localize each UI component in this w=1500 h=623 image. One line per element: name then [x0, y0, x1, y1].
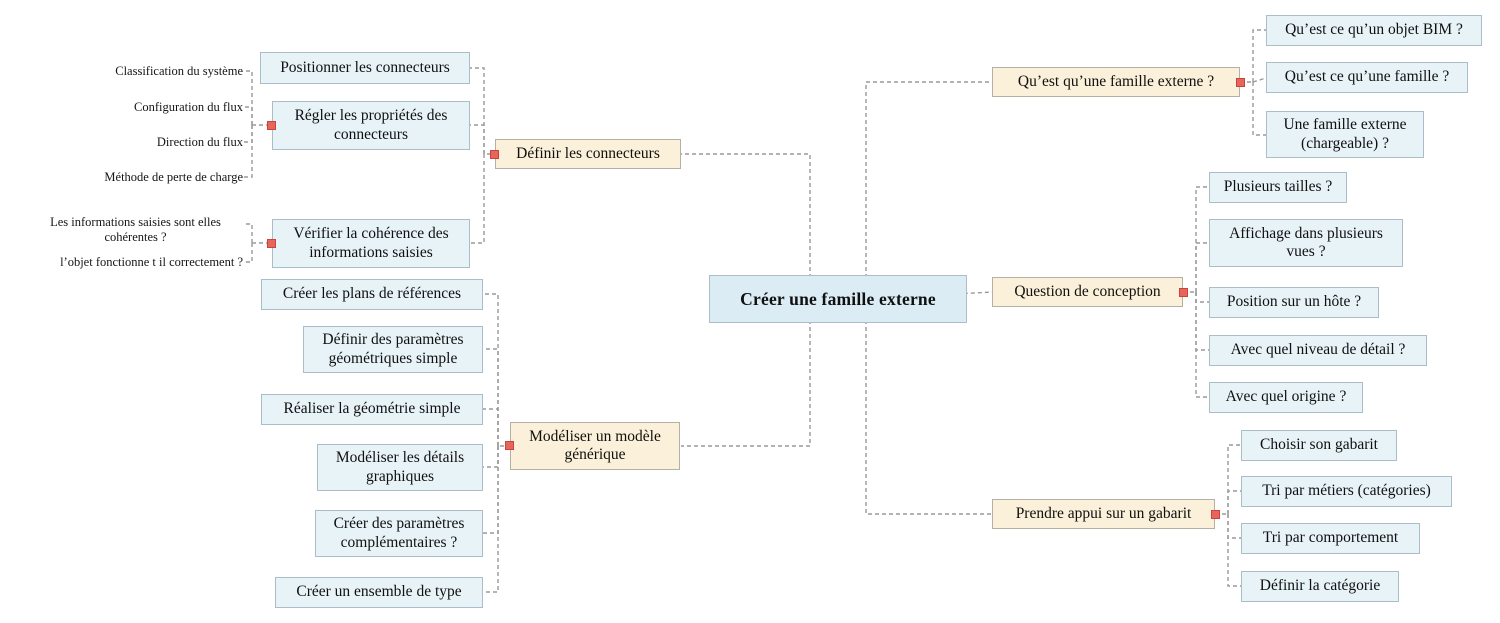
- wire-verifier-to-objet: [243, 243, 253, 263]
- node-creer-des-parametres-complementaires[interactable]: Créer des paramètres complémentaires ?: [315, 510, 483, 557]
- topic-question-de-conception[interactable]: Question de conception: [992, 277, 1183, 307]
- node-regler-les-proprietes-des-connecteurs[interactable]: Régler les propriétés des connecteurs: [272, 101, 470, 150]
- wire-gabarit-to-definir-categorie: [1227, 514, 1241, 587]
- node-qu-est-ce-qu-un-objet-bim[interactable]: Qu’est ce qu’un objet BIM ?: [1266, 15, 1482, 46]
- wire-modeliser-to-details: [483, 446, 499, 468]
- wire-gabarit-to-tri-comportement: [1227, 514, 1241, 539]
- wire-connecteurs-to-regler: [470, 124, 485, 154]
- collapse-marker-question-de-conception[interactable]: [1179, 288, 1188, 297]
- wire-conception-to-affichage: [1195, 242, 1209, 292]
- topic-modeliser-un-modele-generique[interactable]: Modéliser un modèle générique: [510, 422, 680, 470]
- leaf-l-objet-fonctionne-t-il-correctement[interactable]: l’objet fonctionne t il correctement ?: [60, 254, 243, 269]
- leaf-configuration-du-flux[interactable]: Configuration du flux: [133, 99, 243, 114]
- node-une-famille-externe-chargeable[interactable]: Une famille externe (chargeable) ?: [1266, 111, 1424, 158]
- wire-conception-to-tailles: [1195, 186, 1209, 292]
- wire-modeliser-to-plans: [483, 293, 499, 446]
- node-avec-quel-origine[interactable]: Avec quel origine ?: [1209, 382, 1363, 413]
- wire-modeliser-to-parametres-geo: [483, 348, 499, 446]
- leaf-methode-de-perte-de-charge[interactable]: Méthode de perte de charge: [104, 169, 243, 184]
- central-topic[interactable]: Créer une famille externe: [709, 275, 967, 323]
- wire-gabarit-to-tri-metiers: [1227, 490, 1241, 514]
- wire-conception-to-niveau-detail: [1195, 292, 1209, 351]
- node-verifier-la-coherence-des-informations-saisies[interactable]: Vérifier la cohérence des informations s…: [272, 219, 470, 268]
- node-tri-par-metiers-categories[interactable]: Tri par métiers (catégories): [1241, 476, 1452, 507]
- wire-central-to-famille-externe: [865, 81, 992, 299]
- leaf-les-informations-saisies-sont-elles-coherentes[interactable]: Les informations saisies sont elles cohé…: [50, 215, 221, 244]
- node-definir-la-categorie[interactable]: Définir la catégorie: [1241, 571, 1399, 602]
- wire-verifier-to-informations: [243, 223, 253, 243]
- node-affichage-dans-plusieurs-vues[interactable]: Affichage dans plusieurs vues ?: [1209, 219, 1403, 267]
- collapse-marker-definir-les-connecteurs[interactable]: [490, 150, 499, 159]
- wire-modeliser-to-ensemble-type: [483, 446, 499, 593]
- topic-definir-les-connecteurs[interactable]: Définir les connecteurs: [495, 139, 681, 169]
- leaf-classification-du-systeme[interactable]: Classification du système: [115, 63, 243, 78]
- node-modeliser-les-details-graphiques[interactable]: Modéliser les détails graphiques: [317, 444, 483, 491]
- wire-famille-to-objet-bim: [1252, 29, 1266, 82]
- wire-central-to-gabarit: [865, 299, 992, 515]
- node-qu-est-ce-qu-une-famille[interactable]: Qu’est ce qu’une famille ?: [1266, 62, 1468, 93]
- leaf-direction-du-flux[interactable]: Direction du flux: [156, 134, 243, 149]
- wire-conception-to-origine: [1195, 292, 1209, 398]
- node-plusieurs-tailles[interactable]: Plusieurs tailles ?: [1209, 172, 1347, 203]
- node-creer-un-ensemble-de-type[interactable]: Créer un ensemble de type: [275, 577, 483, 608]
- wire-modeliser-to-complementaires: [483, 446, 499, 534]
- topic-prendre-appui-sur-un-gabarit[interactable]: Prendre appui sur un gabarit: [992, 499, 1215, 529]
- wire-conception-to-position: [1195, 292, 1209, 303]
- wire-regler-to-direction: [243, 125, 253, 143]
- wire-regler-to-classification: [243, 70, 253, 125]
- collapse-marker-regler-les-proprietes[interactable]: [267, 121, 276, 130]
- node-creer-les-plans-de-references[interactable]: Créer les plans de références: [261, 279, 483, 310]
- collapse-marker-verifier-la-coherence[interactable]: [267, 239, 276, 248]
- node-position-sur-un-hote[interactable]: Position sur un hôte ?: [1209, 287, 1379, 318]
- node-definir-des-parametres-geometriques-simple[interactable]: Définir des paramètres géométriques simp…: [303, 326, 483, 373]
- collapse-marker-qu-est-qu-une-famille-externe[interactable]: [1236, 78, 1245, 87]
- wire-famille-to-quest-famille: [1252, 77, 1267, 83]
- wire-connecteurs-to-positionner: [470, 67, 485, 154]
- node-positionner-les-connecteurs[interactable]: Positionner les connecteurs: [260, 52, 470, 84]
- node-choisir-son-gabarit[interactable]: Choisir son gabarit: [1241, 430, 1397, 461]
- wire-gabarit-to-choisir: [1227, 444, 1241, 514]
- node-realiser-la-geometrie-simple[interactable]: Réaliser la géométrie simple: [261, 394, 483, 425]
- node-avec-quel-niveau-de-detail[interactable]: Avec quel niveau de détail ?: [1209, 335, 1427, 366]
- wire-connecteurs-to-verifier: [470, 154, 485, 244]
- topic-qu-est-qu-une-famille-externe[interactable]: Qu’est qu’une famille externe ?: [992, 67, 1240, 97]
- collapse-marker-prendre-appui-sur-un-gabarit[interactable]: [1211, 510, 1220, 519]
- collapse-marker-modeliser-un-modele-generique[interactable]: [505, 441, 514, 450]
- wire-famille-to-chargeable: [1252, 82, 1266, 136]
- wire-regler-to-methode: [243, 125, 253, 178]
- wire-modeliser-to-geometrie: [483, 408, 499, 446]
- node-tri-par-comportement[interactable]: Tri par comportement: [1241, 523, 1420, 554]
- wire-regler-to-configuration: [243, 106, 253, 125]
